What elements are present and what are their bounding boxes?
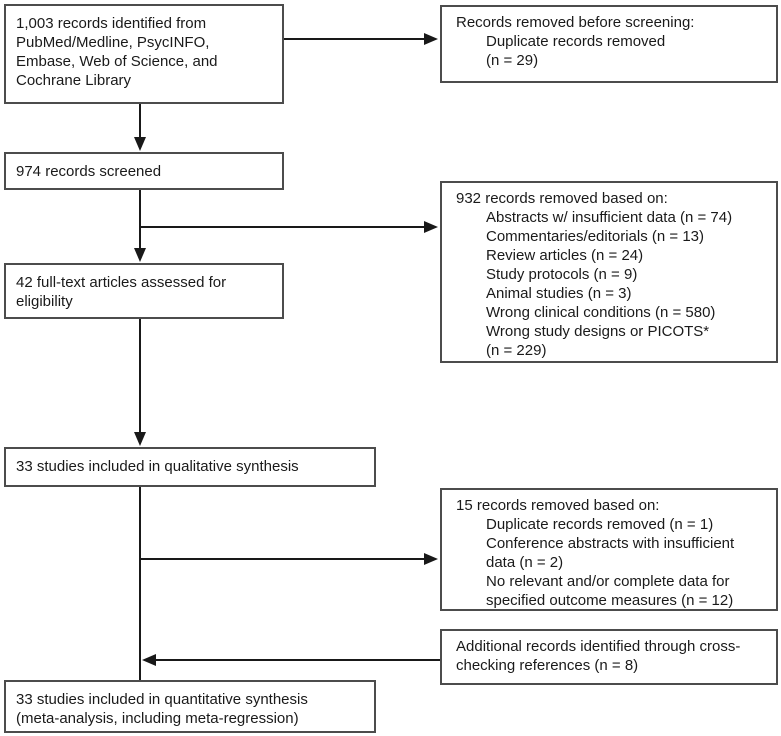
text-line: data (n = 2): [486, 554, 564, 571]
text-line: 1,003 records identified from: [16, 15, 207, 32]
arrow-screened-to-fulltext: [134, 190, 146, 262]
text-line: Abstracts w/ insufficient data (n = 74): [486, 209, 733, 226]
text-line: 33 studies included in quantitative synt…: [16, 691, 308, 708]
text-line: Embase, Web of Science, and: [16, 53, 218, 70]
box-records-screened: 974 records screened: [4, 152, 284, 190]
text-line: Cochrane Library: [16, 72, 132, 89]
text-line: Duplicate records removed: [486, 33, 666, 50]
text-line: Records removed before screening:: [456, 14, 695, 31]
text-line: Additional records identified through cr…: [456, 638, 741, 655]
text-line: Study protocols (n = 9): [486, 266, 638, 283]
text-line: Commentaries/editorials (n = 13): [486, 228, 705, 245]
box-records-identified: 1,003 records identified from PubMed/Med…: [4, 4, 284, 104]
arrow-crosschecking-to-mainline: [142, 654, 440, 666]
text-line: specified outcome measures (n = 12): [486, 592, 734, 609]
box-quantitative-synthesis: 33 studies included in quantitative synt…: [4, 680, 376, 733]
box-removed-at-screening: 932 records removed based on: Abstracts …: [440, 181, 778, 363]
text-line: 932 records removed based on:: [456, 190, 668, 207]
text-line: 15 records removed based on:: [456, 497, 660, 514]
text-line: eligibility: [16, 293, 73, 310]
arrow-identified-to-removed-before-screening: [284, 33, 438, 45]
text-line: 974 records screened: [16, 163, 162, 180]
text-line: 42 full-text articles assessed for: [16, 274, 227, 291]
text-line: Animal studies (n = 3): [486, 285, 632, 302]
box-removed-before-screening: Records removed before screening: Duplic…: [440, 5, 778, 83]
box-removed-at-fulltext: 15 records removed based on: Duplicate r…: [440, 488, 778, 611]
text-line: checking references (n = 8): [456, 657, 639, 674]
text-line: (meta-analysis, including meta-regressio…: [16, 710, 299, 727]
box-crosschecking-references: Additional records identified through cr…: [440, 629, 778, 685]
text-line: Duplicate records removed (n = 1): [486, 516, 714, 533]
text-line: Conference abstracts with insufficient: [486, 535, 735, 552]
box-qualitative-synthesis: 33 studies included in qualitative synth…: [4, 447, 376, 487]
text-line: (n = 29): [486, 52, 539, 69]
text-line: PubMed/Medline, PsycINFO,: [16, 34, 210, 51]
text-line: Review articles (n = 24): [486, 247, 644, 264]
arrow-branch-qualitative-to-removed: [140, 553, 438, 565]
arrow-branch-screened-to-removed: [140, 221, 438, 233]
box-fulltext-assessed: 42 full-text articles assessed for eligi…: [4, 263, 284, 319]
text-line: Wrong study designs or PICOTS*: [486, 323, 710, 340]
text-line: No relevant and/or complete data for: [486, 573, 730, 590]
text-line: 33 studies included in qualitative synth…: [16, 458, 299, 475]
text-line: Wrong clinical conditions (n = 580): [486, 304, 716, 321]
arrow-fulltext-to-qualitative: [134, 319, 146, 446]
text-line: (n = 229): [486, 342, 547, 359]
arrow-identified-to-screened: [134, 104, 146, 151]
